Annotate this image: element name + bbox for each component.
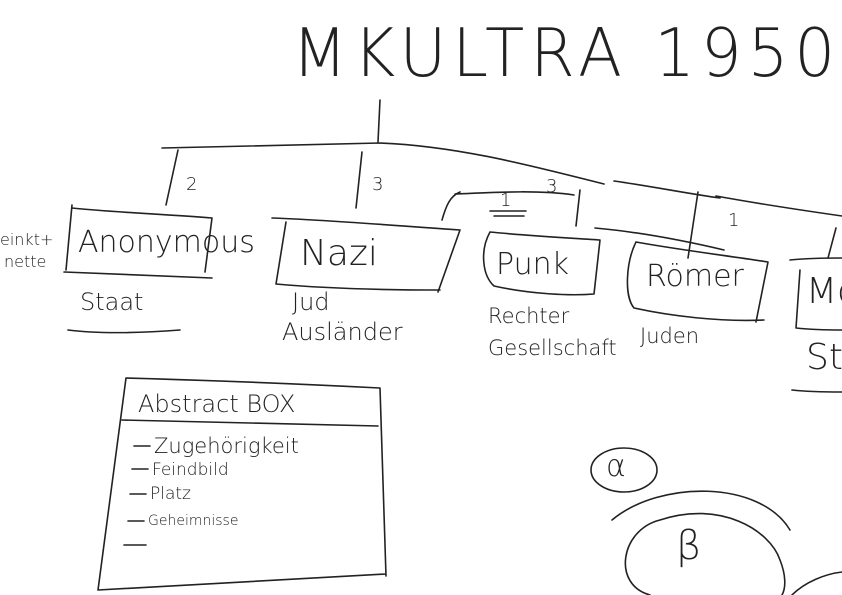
node-right-partial-label: Mo [806,271,842,312]
punk-box [482,231,601,296]
edge-label-punk-top: 3 [546,176,558,197]
node-roemer-sub: Juden [640,324,700,348]
punk-marker [489,210,527,217]
node-right-partial-sub: St [806,337,842,378]
node-anonymous-label: Anonymous [78,225,255,260]
edge-label-anonymous: 2 [186,174,198,195]
alpha-symbol: α [606,449,626,484]
root-stem [377,99,381,143]
right-partial-box [789,257,842,331]
right-underline [791,389,842,393]
partial-left-line1: einkt+ [0,230,54,249]
edge-label-nazi: 3 [372,174,384,195]
branch-line-right [613,180,721,199]
diagram-title: MKULTRA 1950 [292,15,842,93]
staat-underline [67,329,181,334]
branch-line-right2 [715,195,842,217]
connector-punk-right [575,189,581,227]
beta-outer-arc [611,490,791,531]
connector-anonymous [165,149,179,206]
abstract-item-dashes [123,445,151,546]
partial-left-line2: nette [4,252,47,271]
connector-punk [441,191,461,221]
roemer-box [626,241,769,323]
connector-roemer [687,191,699,259]
node-nazi-label: Nazi [300,233,378,274]
edge-label-punk-marked: 1 [500,190,512,211]
anonymous-box [63,204,213,279]
abstract-box-frame [97,377,387,591]
node-roemer-label: Römer [646,259,744,294]
abstract-item-4: Geheimnisse [148,513,239,529]
beta-symbol: β [676,523,702,569]
node-nazi-sub1: Jud [292,288,330,316]
nazi-box [271,217,461,293]
abstract-item-3: Platz [150,484,191,504]
beta-circle [624,512,786,595]
connector-right [827,227,837,259]
node-nazi-sub2: Ausländer [282,318,403,346]
bottom-right-arc [791,571,842,595]
connector-nazi [355,151,363,209]
abstract-box-title: Abstract BOX [138,390,296,418]
connector-roemer-cross [594,227,725,251]
connector-punk-top [454,191,575,196]
abstract-item-1: Zugehörigkeit [154,434,299,458]
node-punk-label: Punk [496,247,569,282]
abstract-item-2: Feindbild [152,460,229,480]
branch-line [161,142,605,185]
edge-label-roemer: 1 [728,210,740,231]
alpha-circle [590,447,658,493]
node-punk-sub2: Gesellschaft [488,336,617,360]
node-punk-sub1: Rechter [488,304,570,328]
node-anonymous-sub: Staat [80,288,144,316]
